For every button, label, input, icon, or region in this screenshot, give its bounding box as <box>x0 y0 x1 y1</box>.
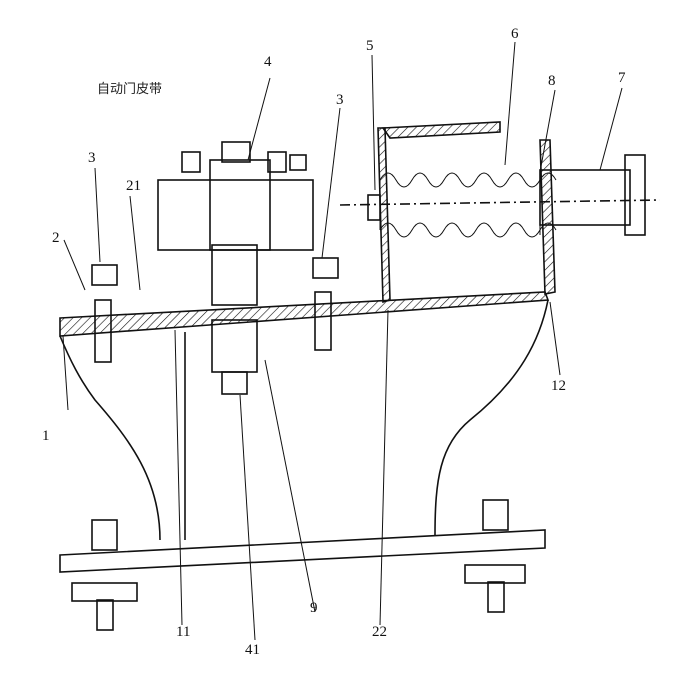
label-21: 21 <box>126 178 141 194</box>
tension-bolt <box>339 154 661 236</box>
label-4: 4 <box>264 54 272 70</box>
right-bracket-top <box>381 121 501 139</box>
pulley-assembly <box>157 141 314 395</box>
bottom-bolt-left <box>71 519 138 631</box>
right-bracket-wall <box>539 139 556 295</box>
bottom-plate <box>59 529 546 573</box>
right-leg <box>434 299 549 536</box>
label-3-right: 3 <box>336 92 344 108</box>
top-bolt-right <box>312 257 339 351</box>
label-12: 12 <box>551 378 566 394</box>
bottom-bolt-right <box>464 499 526 613</box>
leader-lines <box>62 41 623 641</box>
label-5: 5 <box>366 38 374 54</box>
left-leg <box>59 335 161 541</box>
label-3-left: 3 <box>88 150 96 166</box>
label-9: 9 <box>310 600 318 616</box>
top-bolt-left <box>91 264 118 363</box>
base-plate <box>59 291 550 337</box>
label-8: 8 <box>548 73 556 89</box>
label-41: 41 <box>245 642 260 658</box>
diagram-caption: 自动门皮带 <box>97 82 163 97</box>
label-7: 7 <box>618 70 626 86</box>
label-11: 11 <box>176 624 190 640</box>
label-22: 22 <box>372 624 387 640</box>
label-1: 1 <box>42 428 50 444</box>
label-2: 2 <box>52 230 60 246</box>
label-6: 6 <box>511 26 519 42</box>
